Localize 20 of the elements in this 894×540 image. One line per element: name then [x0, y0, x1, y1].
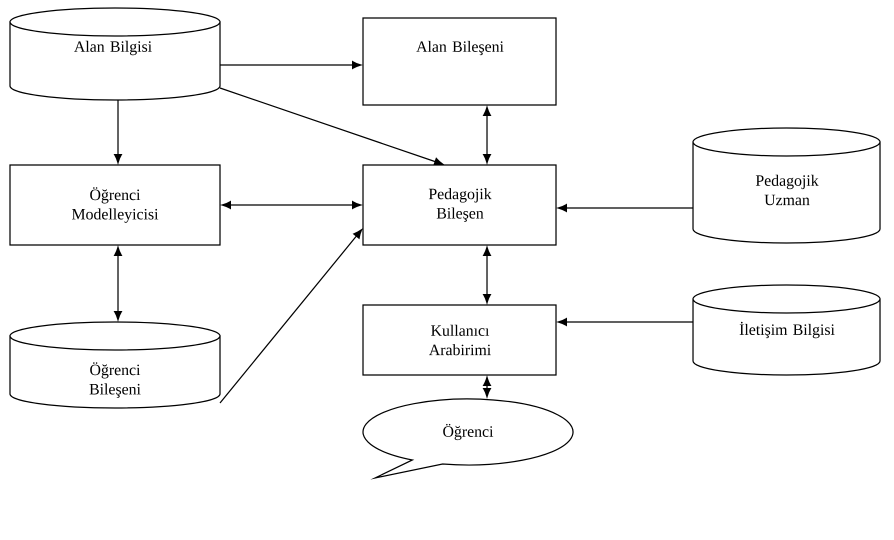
arrow	[220, 87, 444, 166]
arrow	[220, 229, 362, 404]
arrow	[483, 246, 491, 304]
process-box: Kullanıcı Arabirimi	[362, 304, 557, 376]
speech-bubble: Öğrenci	[362, 398, 574, 479]
arrow	[483, 376, 491, 398]
arrow	[220, 61, 362, 69]
arrow	[222, 201, 362, 209]
arrow	[558, 318, 694, 326]
database-cylinder: Öğrenci Bileşeni	[9, 321, 221, 409]
arrow	[114, 100, 122, 164]
process-box: Öğrenci Modelleyicisi	[9, 164, 221, 246]
database-cylinder: Alan Bilgisi	[9, 7, 221, 101]
database-cylinder: İletişim Bilgisi	[692, 284, 881, 376]
arrow	[483, 106, 491, 164]
arrow	[114, 246, 122, 320]
arrow	[558, 204, 694, 212]
process-box: Pedagojik Bileşen	[362, 164, 557, 246]
process-box: Alan Bileşeni	[362, 17, 557, 106]
database-cylinder: Pedagojik Uzman	[692, 127, 881, 244]
